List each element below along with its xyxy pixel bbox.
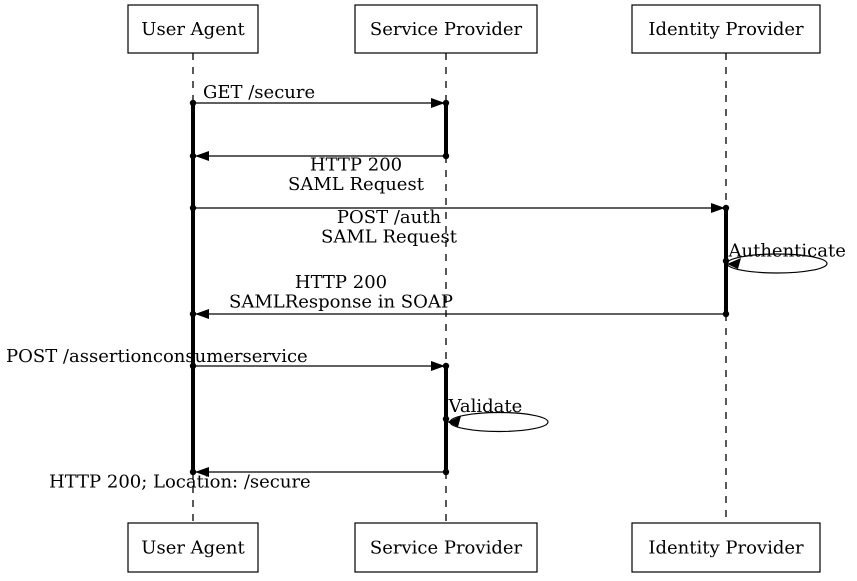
actor-rect [354,522,538,573]
actor-label: Service Provider [370,19,523,40]
actor-box-identity-provider-bottom: Identity Provider [631,522,821,573]
arrowhead-right-icon [431,361,445,371]
message-label: HTTP 200 [310,155,402,176]
arrowhead-left-icon [195,151,209,161]
actor-rect [631,522,821,573]
message-authenticate-self: Authenticate [722,241,846,274]
message-endpoint-dot [722,257,730,265]
message-post-acs: POST /assertionconsumerservice [6,346,450,371]
actor-box-identity-provider-top: Identity Provider [631,4,821,54]
message-endpoint-dot [722,310,730,318]
actor-rect [127,4,259,54]
actor-box-service-provider-top: Service Provider [354,4,538,54]
actor-label: Identity Provider [648,19,804,40]
message-validate-self: Validate [442,396,549,433]
actor-box-user-agent-bottom: User Agent [127,522,259,573]
message-endpoint-dot [442,362,450,370]
actor-rect [631,4,821,54]
message-http200-saml-request: HTTP 200 SAML Request [189,151,450,195]
message-endpoint-dot [189,204,197,212]
arrowhead-right-icon [431,98,445,108]
actor-box-service-provider-bottom: Service Provider [354,522,538,573]
arrowhead-right-icon [711,203,725,213]
message-endpoint-dot [722,204,730,212]
arrowhead-left-icon [195,309,209,319]
message-endpoint-dot [189,468,197,476]
message-get-secure: GET /secure [189,82,450,108]
message-label: HTTP 200; Location: /secure [49,472,311,493]
actor-rect [127,522,259,573]
message-endpoint-dot [442,415,450,423]
actor-rect [354,4,538,54]
message-endpoint-dot [442,99,450,107]
arrowhead-left-icon [195,467,209,477]
actor-label: Service Provider [370,538,523,559]
message-endpoint-dot [189,99,197,107]
message-endpoint-dot [189,362,197,370]
message-endpoint-dot [442,468,450,476]
actor-box-user-agent-top: User Agent [127,4,259,54]
message-label: Validate [448,396,523,417]
message-label: SAML Request [321,227,458,248]
message-http200-location: HTTP 200; Location: /secure [49,467,450,493]
message-endpoint-dot [189,152,197,160]
message-label: POST /assertionconsumerservice [6,346,308,367]
arrowhead-left-icon [447,416,461,427]
message-endpoint-dot [189,310,197,318]
actor-label: Identity Provider [648,538,804,559]
arrowhead-left-icon [727,258,741,269]
message-label: SAML Request [288,174,425,195]
message-label: HTTP 200 [295,272,387,293]
message-samlresponse-soap: HTTP 200 SAMLResponse in SOAP [189,272,730,319]
message-label: POST /auth [337,207,442,228]
actor-label: User Agent [141,538,245,559]
message-label: Authenticate [728,241,846,262]
message-endpoint-dot [442,152,450,160]
actor-label: User Agent [141,19,245,40]
message-post-auth: POST /auth SAML Request [189,203,730,248]
message-label: GET /secure [203,82,315,103]
message-label: SAMLResponse in SOAP [229,292,453,313]
